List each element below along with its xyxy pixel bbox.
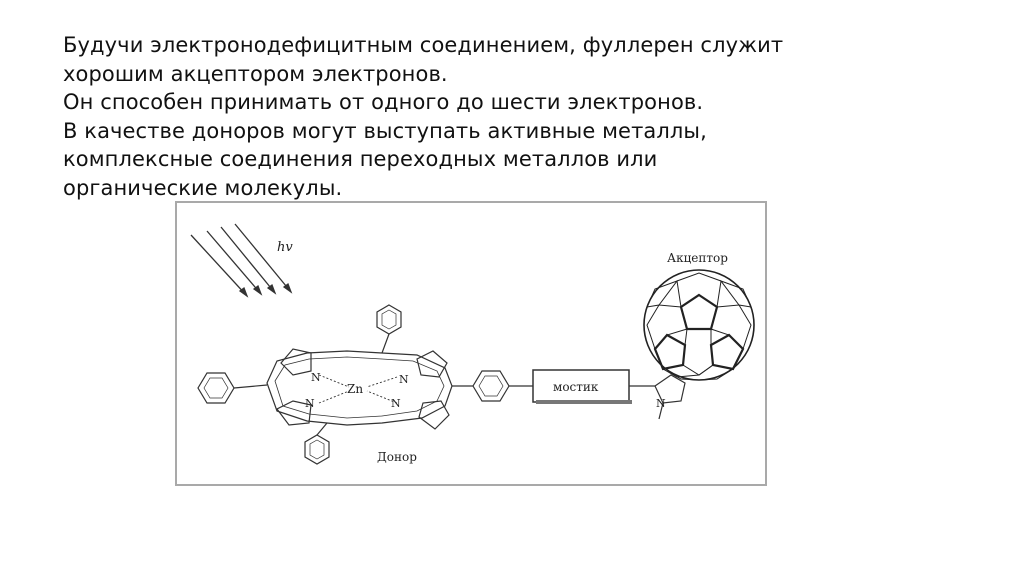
figure-drawing: hv N N N N Zn <box>190 223 755 465</box>
slide-body-text: Будучи электронодефицитным соединением, … <box>63 31 963 202</box>
phenyl-bottom <box>304 422 330 465</box>
donor-label: Донор <box>377 450 417 464</box>
phenyl-linker <box>452 370 533 402</box>
text-line-5: комплексные соединения переходных металл… <box>63 147 658 171</box>
text-line-3: Он способен принимать от одного до шести… <box>63 90 704 114</box>
donor-bridge-acceptor-figure: hv N N N N Zn <box>175 201 767 486</box>
nitrogen-label-3: N <box>305 397 315 410</box>
light-label: hv <box>277 240 293 255</box>
zinc-label: Zn <box>347 382 363 396</box>
text-line-1: Будучи электронодефицитным соединением, … <box>63 33 784 57</box>
text-line-6: органические молекулы. <box>63 175 343 200</box>
phenyl-top <box>376 304 402 354</box>
phenyl-left <box>197 372 268 404</box>
fullerene-acceptor <box>643 269 755 381</box>
pyrrolidine-ring <box>654 374 686 420</box>
light-arrows <box>190 223 293 298</box>
bridge-label: мостик <box>553 380 599 394</box>
text-line-2: хорошим акцептором электронов. <box>63 61 448 86</box>
nitrogen-label-2: N <box>399 373 409 386</box>
nitrogen-label-1: N <box>311 371 321 384</box>
text-line-4: В качестве доноров могут выступать актив… <box>63 118 707 143</box>
bridge-box-shadow <box>536 400 632 404</box>
nitrogen-label-4: N <box>391 397 401 410</box>
pyrrolidine-nitrogen-label: N <box>656 397 666 410</box>
porphyrin-donor <box>266 348 453 430</box>
acceptor-label: Акцептор <box>667 251 728 265</box>
